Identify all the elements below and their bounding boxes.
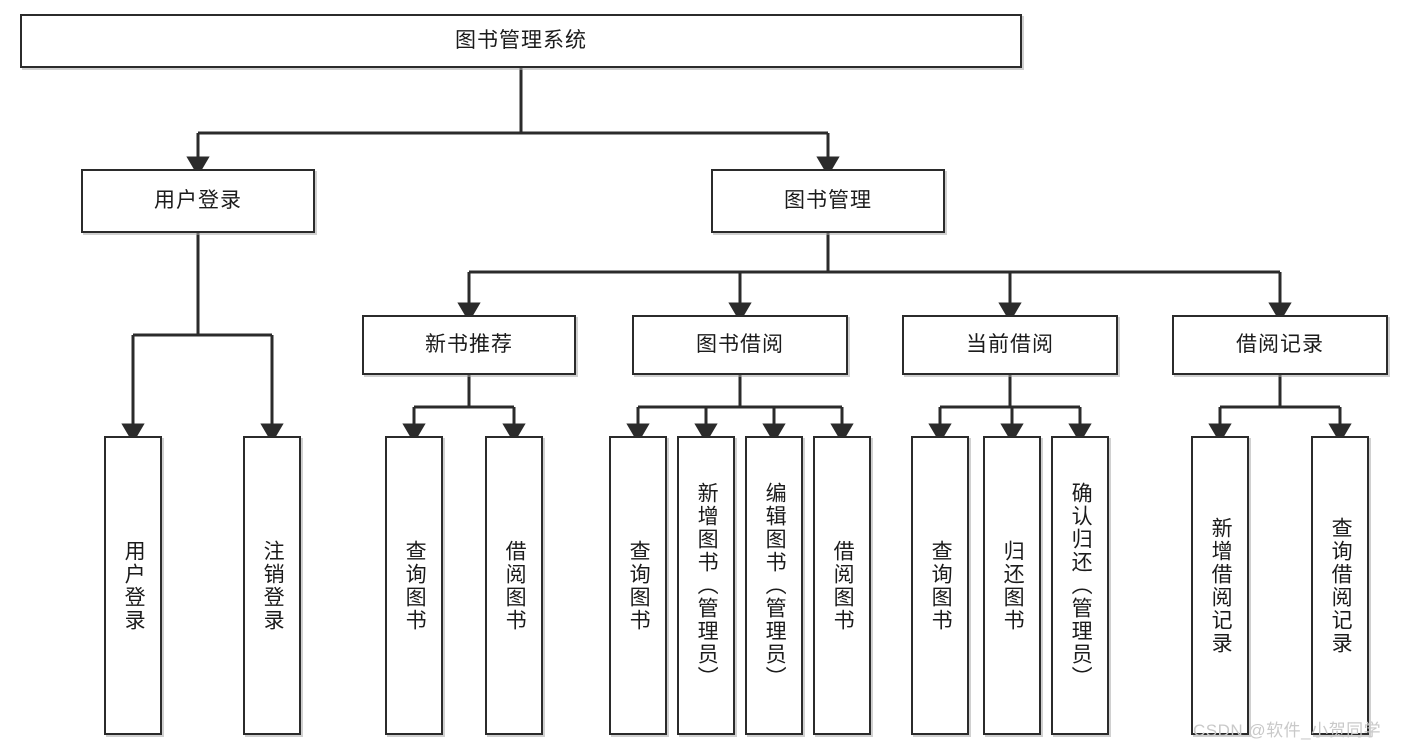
node-confirm-return-admin[interactable]: 确认归还（管理员） xyxy=(1051,436,1109,735)
node-user-login-leaf[interactable]: 用户登录 xyxy=(104,436,162,735)
node-current-borrow[interactable]: 当前借阅 xyxy=(902,315,1118,375)
node-user-logout-leaf[interactable]: 注销登录 xyxy=(243,436,301,735)
node-user-login[interactable]: 用户登录 xyxy=(81,169,315,233)
node-borrow-book-1[interactable]: 借阅图书 xyxy=(485,436,543,735)
node-new-book-recommend[interactable]: 新书推荐 xyxy=(362,315,576,375)
node-borrow-records[interactable]: 借阅记录 xyxy=(1172,315,1388,375)
node-label-return-book: 归还图书 xyxy=(1001,539,1025,632)
node-root[interactable]: 图书管理系统 xyxy=(20,14,1022,68)
node-borrow-book-2[interactable]: 借阅图书 xyxy=(813,436,871,735)
node-label-borrow-book-2: 借阅图书 xyxy=(831,539,855,632)
node-query-book-3[interactable]: 查询图书 xyxy=(911,436,969,735)
node-label-add-book-admin: 新增图书（管理员） xyxy=(695,482,719,689)
node-query-book-2[interactable]: 查询图书 xyxy=(609,436,667,735)
node-edit-book-admin[interactable]: 编辑图书（管理员） xyxy=(745,436,803,735)
node-add-book-admin[interactable]: 新增图书（管理员） xyxy=(677,436,735,735)
node-label-add-borrow-record: 新增借阅记录 xyxy=(1209,516,1233,655)
node-label-book-borrow: 图书借阅 xyxy=(696,332,784,356)
node-label-query-borrow-record: 查询借阅记录 xyxy=(1329,516,1353,655)
node-label-root: 图书管理系统 xyxy=(455,28,587,52)
node-label-new-book-recommend: 新书推荐 xyxy=(425,332,513,356)
node-query-borrow-record[interactable]: 查询借阅记录 xyxy=(1311,436,1369,735)
node-book-borrow[interactable]: 图书借阅 xyxy=(632,315,848,375)
node-label-query-book-2: 查询图书 xyxy=(627,539,651,632)
node-book-management[interactable]: 图书管理 xyxy=(711,169,945,233)
node-label-confirm-return-admin: 确认归还（管理员） xyxy=(1069,482,1093,689)
node-label-book-management: 图书管理 xyxy=(784,188,872,212)
node-label-borrow-records: 借阅记录 xyxy=(1236,332,1324,356)
node-label-query-book-1: 查询图书 xyxy=(403,539,427,632)
node-label-edit-book-admin: 编辑图书（管理员） xyxy=(763,482,787,689)
node-label-user-login: 用户登录 xyxy=(154,188,242,212)
node-return-book[interactable]: 归还图书 xyxy=(983,436,1041,735)
node-label-borrow-book-1: 借阅图书 xyxy=(503,539,527,632)
node-add-borrow-record[interactable]: 新增借阅记录 xyxy=(1191,436,1249,735)
watermark-text: CSDN @软件_小贺同学 xyxy=(1193,721,1382,740)
node-query-book-1[interactable]: 查询图书 xyxy=(385,436,443,735)
node-label-user-login-leaf: 用户登录 xyxy=(122,539,146,632)
node-label-query-book-3: 查询图书 xyxy=(929,539,953,632)
node-label-user-logout-leaf: 注销登录 xyxy=(261,539,285,632)
node-label-current-borrow: 当前借阅 xyxy=(966,332,1054,356)
